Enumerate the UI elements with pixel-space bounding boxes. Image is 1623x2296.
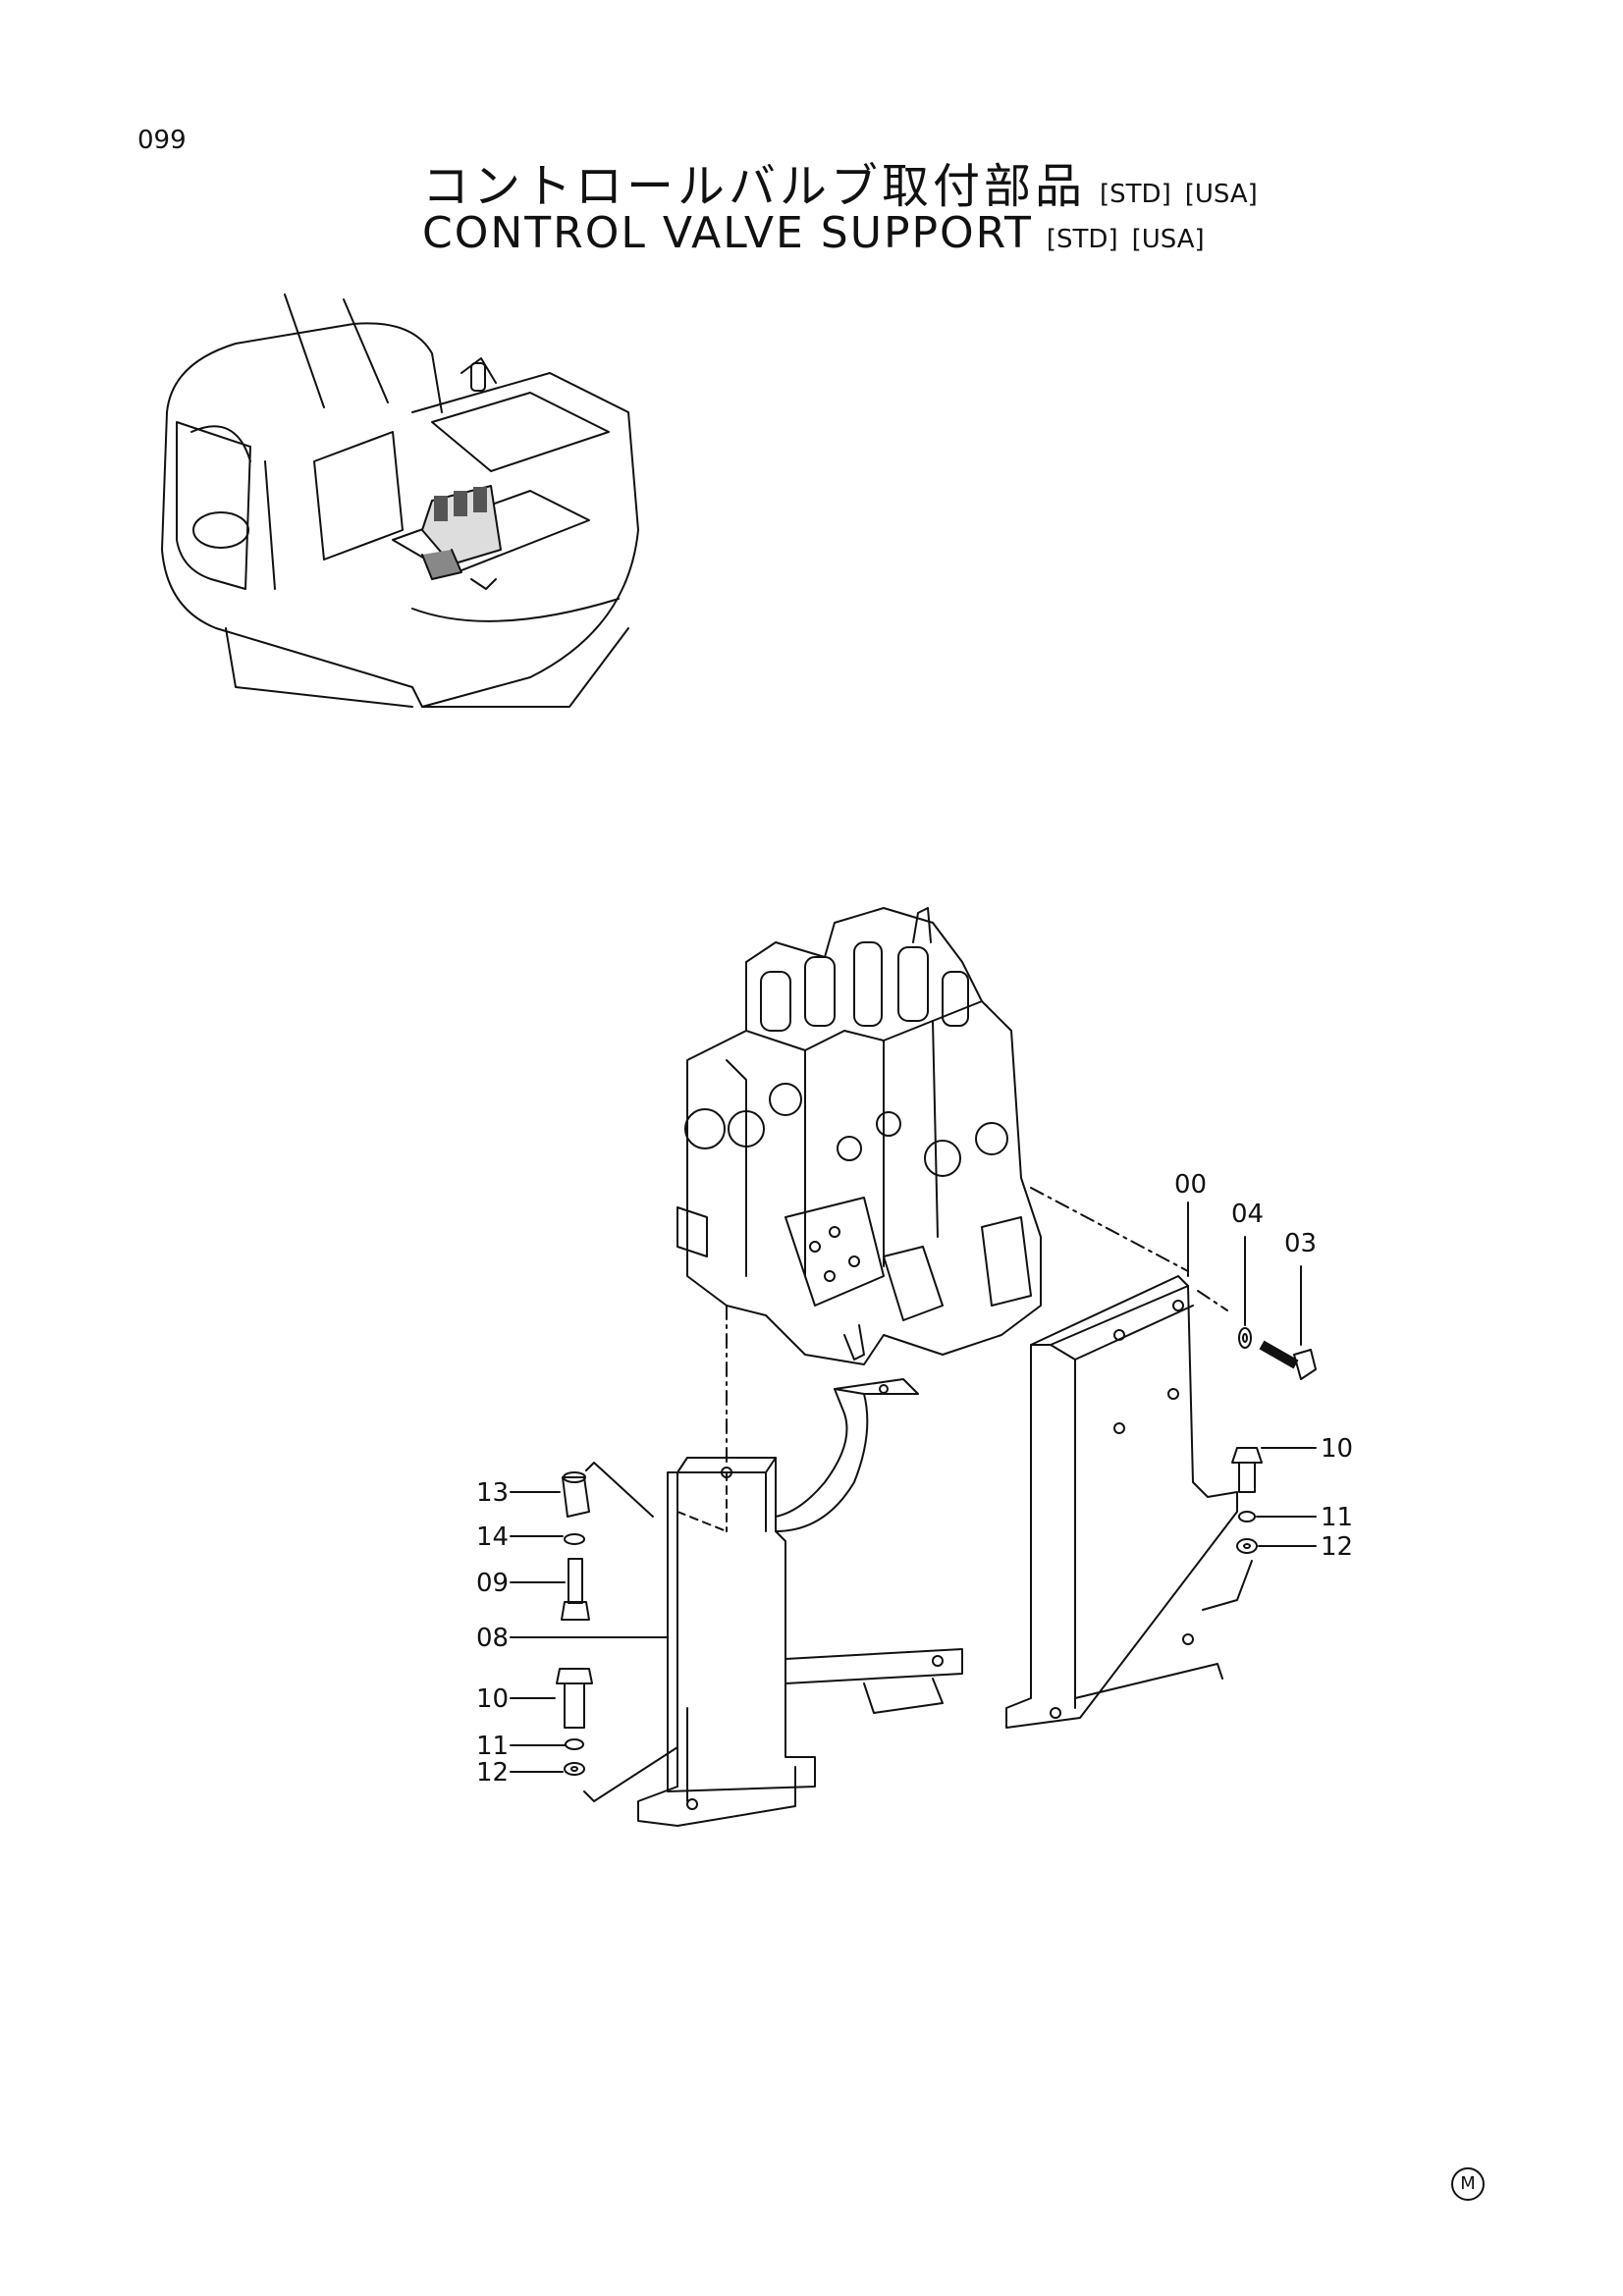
callout-08: 08 [476,1624,509,1653]
alignment-lines [726,1187,1228,1468]
callout-04: 04 [1231,1200,1264,1229]
tag-usa-en: [USA] [1131,225,1205,254]
callout-11-left: 11 [476,1732,509,1761]
title-english: CONTROL VALVE SUPPORT [STD] [USA] [422,208,1205,258]
control-valve [676,907,1042,1365]
fasteners [556,1327,1317,1802]
callout-10-left: 10 [476,1684,509,1714]
callout-03: 03 [1284,1229,1317,1258]
bracket-left [637,1378,963,1827]
tag-usa: [USA] [1184,180,1258,209]
callout-00: 00 [1174,1170,1207,1200]
title-japanese: コントロールバルブ取付部品 [STD] [USA] [422,147,1258,216]
manufacturer-mark: M [1451,2167,1485,2201]
callout-10-right: 10 [1321,1434,1353,1464]
excavator-overview [161,294,639,708]
title-jp-text: コントロールバルブ取付部品 [422,159,1087,214]
callout-11-right: 11 [1321,1503,1353,1532]
callout-14: 14 [476,1522,509,1552]
callout-12-right: 12 [1321,1532,1353,1562]
tag-std-en: [STD] [1046,225,1118,254]
tag-std: [STD] [1100,180,1171,209]
callout-13: 13 [476,1478,509,1508]
callout-numbers: 00 04 03 10 11 12 13 14 09 08 10 11 12 [476,1170,1353,1788]
page-number: 099 [137,126,187,155]
bracket-right [1005,1275,1253,1729]
callout-09: 09 [476,1569,509,1598]
leader-lines [510,1201,1317,1773]
title-en-text: CONTROL VALVE SUPPORT [422,208,1033,258]
callout-12-left: 12 [476,1758,509,1788]
